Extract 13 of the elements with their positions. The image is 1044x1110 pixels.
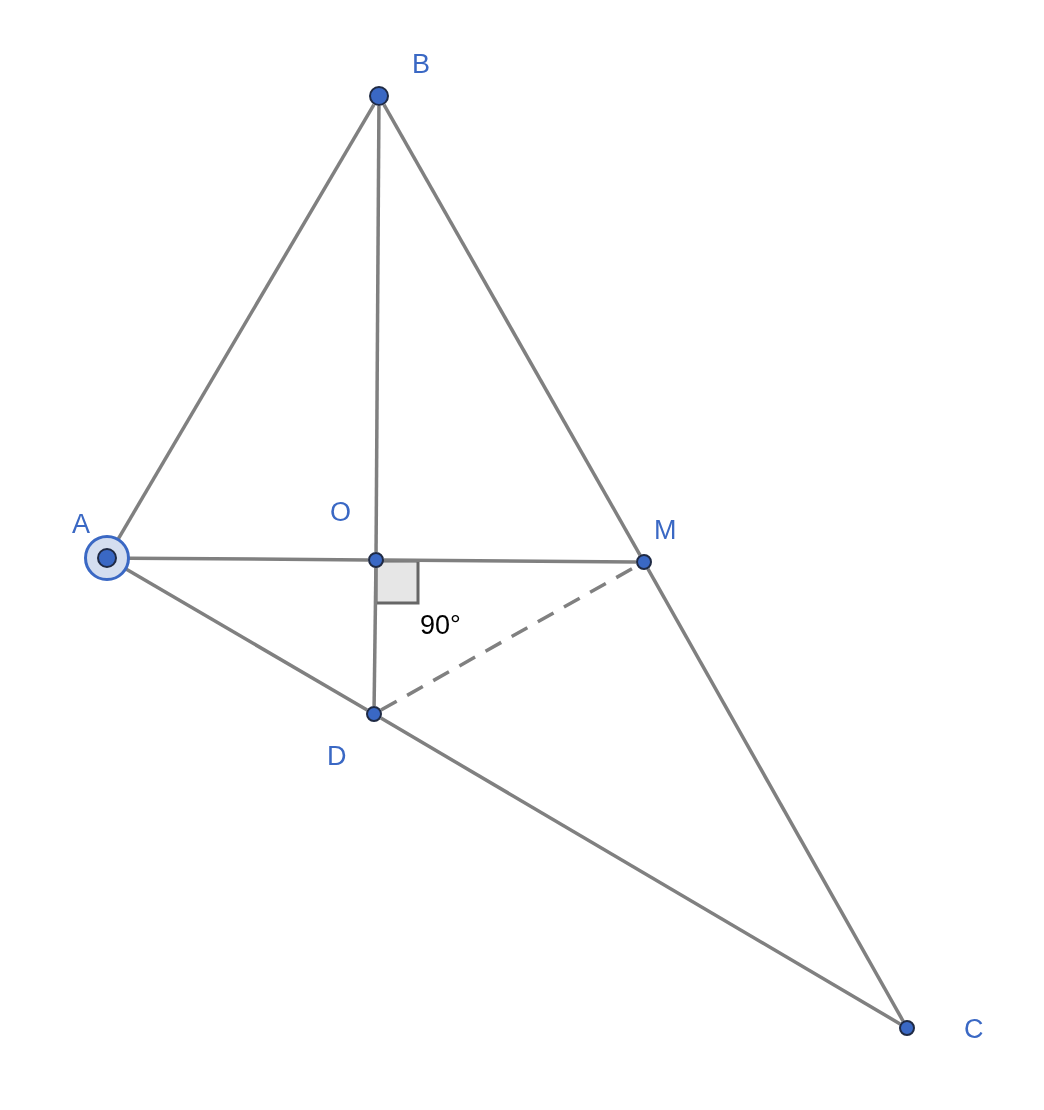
line-segment	[384, 558, 636, 564]
point-label: B	[412, 51, 430, 78]
line-segment	[380, 716, 901, 1026]
line-segment	[374, 106, 381, 552]
point-label: M	[654, 517, 677, 544]
line-segment	[646, 568, 905, 1022]
point-label: A	[72, 511, 90, 538]
point-label: D	[327, 743, 347, 770]
point-label: O	[330, 499, 351, 526]
angle-label: 90°	[420, 612, 461, 639]
line-segment	[372, 567, 378, 707]
point-label: C	[964, 1016, 984, 1043]
line-segment	[129, 556, 368, 562]
